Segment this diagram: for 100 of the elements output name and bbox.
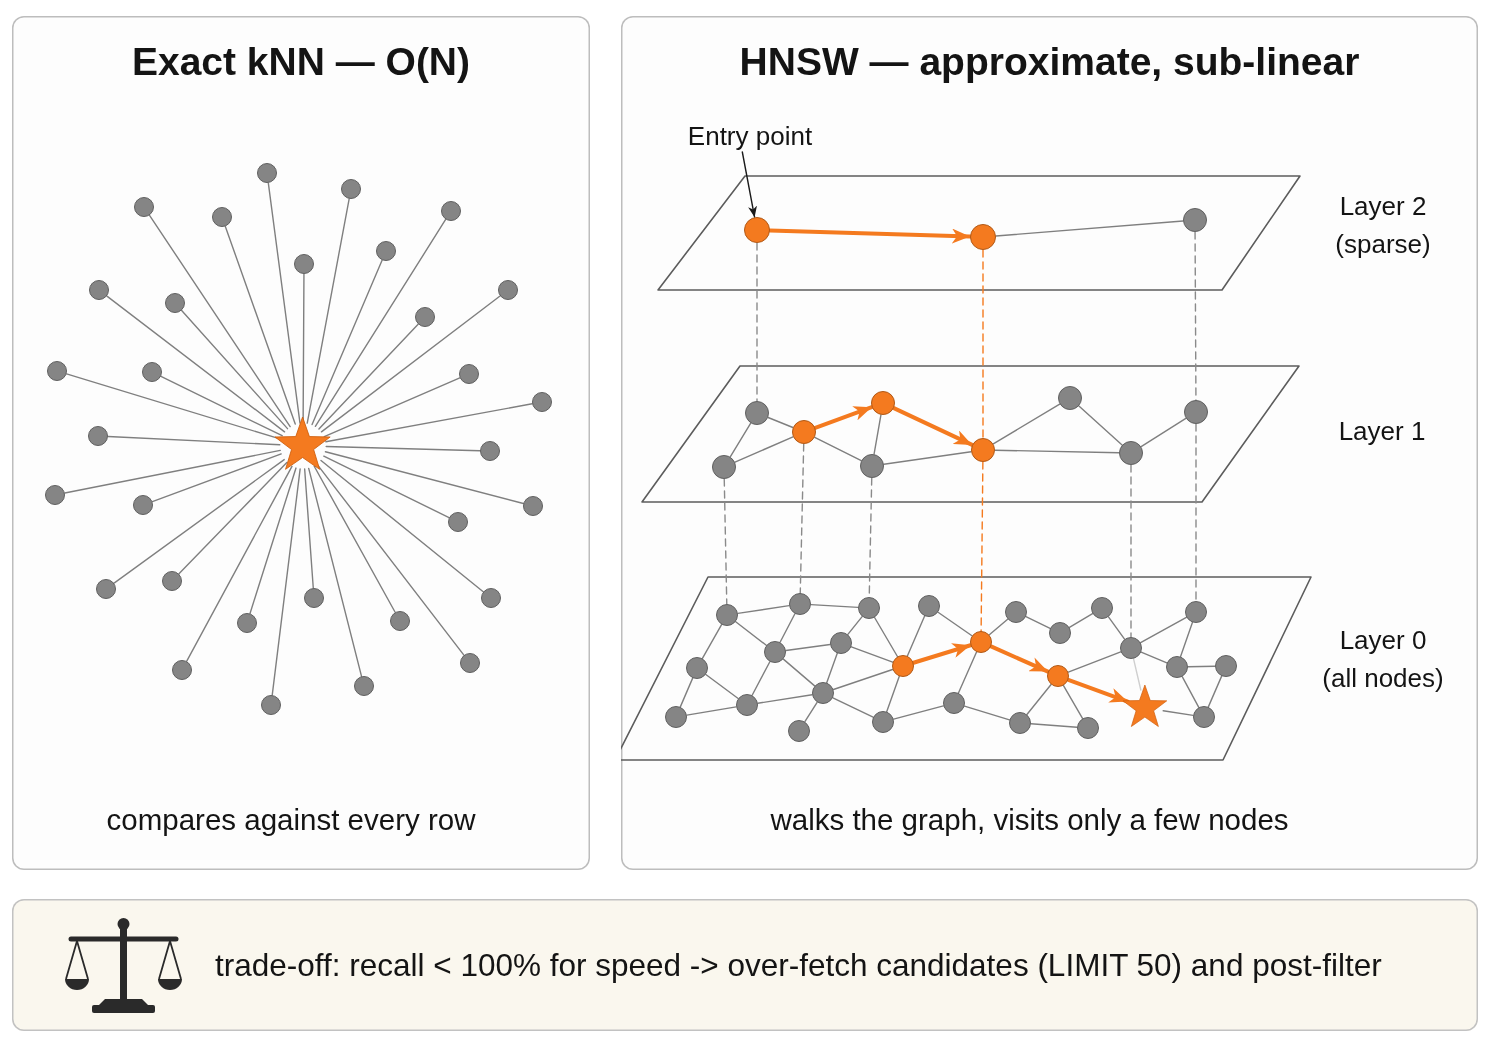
data-point [858,597,880,619]
data-point [1009,712,1031,734]
data-point [789,593,811,615]
connector-line [1140,651,1168,664]
connector-line [323,377,461,438]
highlighted-point [971,438,995,462]
data-point [1166,656,1188,678]
connector-line [1026,683,1052,716]
connector-line [832,668,894,691]
connector-line [701,623,723,660]
connector-line [1067,651,1122,673]
dashed-line [980,461,984,632]
connector-line [847,615,863,636]
connector-line [311,259,383,426]
data-point [376,241,396,261]
data-point [480,441,500,461]
highlighted-point [892,655,914,677]
layer-label: Layer 2 (sparse) [1334,190,1432,261]
connector-line [782,658,816,687]
panel-title: Exact kNN — O(N) [130,39,472,85]
connector-line [826,652,838,684]
connector-line [1132,658,1142,691]
star-marker [1123,685,1167,727]
data-point [918,595,940,617]
connector-line [313,465,396,613]
connector-line [320,295,501,433]
dashed-line [799,443,805,594]
data-point [88,426,108,446]
data-point [257,163,277,183]
data-point [830,632,852,654]
dashed-line [1130,464,1132,638]
data-point [304,588,324,608]
connector-line [729,422,752,458]
data-point [47,361,67,381]
leader-arrow [741,151,757,218]
connector-line [160,375,283,437]
connector-line [994,449,1120,454]
connector-line [906,615,926,657]
data-point [162,571,182,591]
data-point [1005,601,1027,623]
connector-line [180,309,289,430]
connector-line [988,618,1009,636]
highlighted-point [871,391,895,415]
highlighted-point [792,420,816,444]
data-point [788,720,810,742]
arrow [989,644,1050,674]
connector-line [1025,616,1051,629]
connector-line [186,465,293,662]
connector-line [1187,665,1216,668]
connector-line [785,643,831,652]
data-point [261,695,281,715]
note-banner [12,899,1478,1031]
panel-caption: walks the graph, visits only a few nodes [769,802,1290,838]
data-point [736,694,758,716]
connector-line [767,416,794,429]
layer-plane [621,575,1313,762]
connector-line [995,220,1184,237]
data-point [1183,208,1207,232]
callout-label: Entry point [686,120,814,152]
panel [12,16,590,870]
layer-plane [640,364,1301,504]
connector-line [779,613,796,643]
connector-line [992,403,1061,445]
data-point [665,706,687,728]
data-point [294,254,314,274]
connector-line [314,218,447,427]
dashed-line [1195,423,1197,602]
connector-line [303,468,314,589]
data-point [1119,441,1143,465]
connector-line [113,458,285,584]
connector-line [318,323,419,430]
connector-line [308,467,363,677]
connector-line [686,706,737,716]
data-point [1058,386,1082,410]
connector-line [316,463,465,656]
arrow [891,406,975,447]
data-point [134,197,154,217]
connector-line [224,225,296,425]
data-point [133,495,153,515]
connector-line [1078,405,1123,446]
data-point [1215,655,1237,677]
highlighted-point [744,217,770,243]
connector-line [1068,612,1094,629]
data-point [341,179,361,199]
connector-line [1107,616,1126,640]
note-text: trade-off: recall < 100% for speed -> over-fetch candidates (LIMIT 50) and post-filter [215,946,1382,984]
data-point [745,401,769,425]
data-point [448,512,468,532]
data-point [943,692,965,714]
connector-line [271,468,301,696]
connector-line [751,661,771,696]
panel-caption: compares against every row [105,802,477,838]
connector-line [178,461,288,575]
connector-line [810,603,859,609]
connector-line [325,403,533,443]
connector-line [1162,710,1194,717]
data-point [686,657,708,679]
data-point [165,293,185,313]
connector-line [886,675,900,713]
data-point [354,676,374,696]
